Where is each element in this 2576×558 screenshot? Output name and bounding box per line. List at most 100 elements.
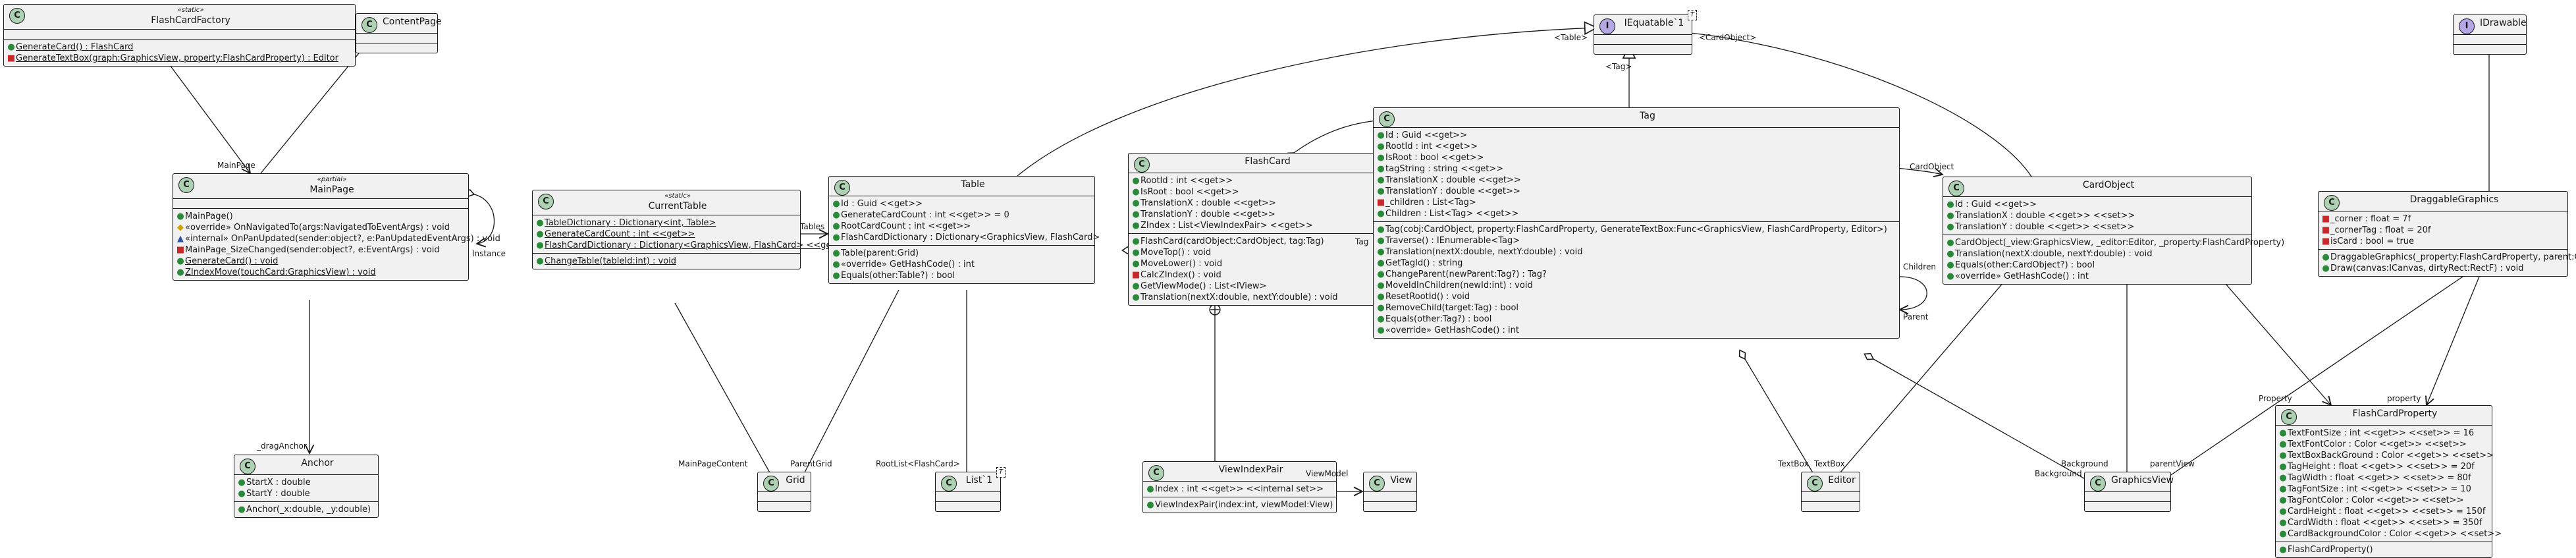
class-grid[interactable]: C Grid <box>757 472 811 512</box>
class-list[interactable]: T C List`1 <box>935 467 1006 512</box>
public-visibility-icon: ● <box>2279 428 2287 438</box>
public-visibility-icon: ● <box>238 505 246 515</box>
member-row: ●Id : Guid <<get>> <box>1377 130 1467 140</box>
fields-section: ●StartX : double ●StartY : double <box>234 475 378 502</box>
class-flashcardproperty[interactable]: C FlashCardProperty ●TextFontSize : int … <box>2275 405 2502 558</box>
member-row: ●TableDictionary : Dictionary<int, Table… <box>536 218 716 228</box>
member-row: ●Anchor(_x:double, _y:double) <box>238 505 371 515</box>
methods-section <box>2085 502 2170 511</box>
class-name: IDrawable <box>2480 18 2527 28</box>
public-visibility-icon: ● <box>1377 153 1385 163</box>
class-mainpage[interactable]: C «partial» MainPage ●MainPage() ◆«overr… <box>173 173 500 281</box>
class-name: CardObject <box>2082 180 2135 190</box>
class-badge-icon: C <box>2090 476 2106 491</box>
edge-draggable-graphicsview <box>2147 276 2463 491</box>
class-stereotype: «partial» <box>317 176 347 183</box>
class-flashcard[interactable]: C FlashCard ●RootId : int <<get>> ●IsRoo… <box>1128 153 1385 306</box>
fields-section: ●Id : Guid <<get>> ●TranslationX : doubl… <box>1943 197 2251 235</box>
class-flashcardfactory[interactable]: C «static» FlashCardFactory ●GenerateCar… <box>3 4 356 67</box>
public-visibility-icon: ● <box>536 256 544 266</box>
internal-visibility-icon: ▲ <box>177 234 184 244</box>
public-visibility-icon: ● <box>1377 186 1385 196</box>
public-visibility-icon: ● <box>2279 451 2287 460</box>
edge-label: RootList<FlashCard> <box>876 459 960 468</box>
edge-label: ParentGrid <box>790 459 832 468</box>
class-badge-icon: C <box>1379 111 1395 127</box>
methods-section <box>356 43 437 53</box>
member-row: ●TextFontSize : int <<get>> <<set>> = 16 <box>2279 428 2475 438</box>
member-row: ●IsRoot : bool <<get>> <box>1132 187 1239 197</box>
class-badge-icon: C <box>9 8 25 24</box>
class-currenttable[interactable]: C «static» CurrentTable ●TableDictionary… <box>532 190 849 269</box>
member-row: ●Equals(other:Tag?) : bool <box>1377 314 1492 324</box>
fields-section <box>356 34 437 43</box>
member-row: ●CardWidth : float <<get>> <<set>> = 350… <box>2279 518 2482 528</box>
methods-section: ●GenerateCard() : FlashCard ■GenerateTex… <box>4 40 355 66</box>
class-draggablegraphics[interactable]: C DraggableGraphics ■_corner : float = 7… <box>2318 191 2576 277</box>
methods-section: ●Table(parent:Grid) ●«override» GetHashC… <box>829 246 1094 283</box>
class-editor[interactable]: C Editor <box>1801 472 1860 512</box>
fields-section <box>2085 492 2170 502</box>
class-tag[interactable]: C Tag ●Id : Guid <<get>> ●RootId : int <… <box>1373 107 1900 339</box>
edge-label: TextBox <box>1814 459 1845 468</box>
class-badge-icon: C <box>834 180 850 196</box>
methods-section <box>936 502 1000 511</box>
edge-mainpage-self <box>474 194 495 244</box>
class-iequatable[interactable]: T I IEquatable`1 <box>1594 10 1697 55</box>
member-row: ●Id : Guid <<get>> <box>1946 200 2037 209</box>
edge-table-iequatable <box>1017 28 1597 177</box>
fields-section: ●RootId : int <<get>> ●IsRoot : bool <<g… <box>1129 173 1384 234</box>
member-row: ●TagFontColor : Color <<get>> <<set>> <box>2279 495 2464 505</box>
edge-label: MainPage <box>217 161 255 170</box>
member-row: ●«override» GetHashCode() : int <box>1377 325 1519 335</box>
member-row: ●DraggableGraphics(_property:FlashCardPr… <box>2322 252 2576 262</box>
member-row: ●«override» GetHashCode() : int <box>1946 271 2089 281</box>
edge-label: Property <box>2259 394 2292 403</box>
interface-badge-icon: I <box>2459 18 2475 34</box>
methods-section <box>1802 502 1860 511</box>
member-row: ●IsRoot : bool <<get>> <box>1377 153 1484 163</box>
public-visibility-icon: ● <box>1377 225 1385 235</box>
public-visibility-icon: ● <box>1377 303 1385 313</box>
fields-section <box>1802 492 1860 502</box>
class-contentpage[interactable]: C ContentPage <box>356 13 442 53</box>
private-visibility-icon: ■ <box>1131 270 1140 280</box>
public-visibility-icon: ● <box>1132 259 1140 269</box>
fields-section: ●TextFontSize : int <<get>> <<set>> = 16… <box>2276 426 2502 542</box>
public-visibility-icon: ● <box>1946 211 1954 221</box>
member-row: ●StartX : double <box>238 478 311 488</box>
methods-section: ●MainPage() ◆«override» OnNavigatedTo(ar… <box>173 209 500 280</box>
public-visibility-icon: ● <box>176 267 184 277</box>
edge-label: <Table> <box>1554 33 1588 42</box>
private-visibility-icon: ■ <box>1376 198 1385 208</box>
fields-section <box>758 492 811 502</box>
edge-table-grid <box>795 289 899 491</box>
class-view[interactable]: C View <box>1363 472 1417 512</box>
class-viewindexpair[interactable]: C ViewIndexPair ●Index : int <<get>> <<i… <box>1142 461 1337 513</box>
public-visibility-icon: ● <box>1377 236 1385 246</box>
member-row: ▲«internal» OnPanUpdated(sender:object?,… <box>177 234 500 244</box>
class-table[interactable]: C Table ●Id : Guid <<get>> ●GenerateCard… <box>828 176 1100 284</box>
public-visibility-icon: ● <box>1377 325 1385 335</box>
class-stereotype: «static» <box>664 192 691 200</box>
class-badge-icon: C <box>1807 476 1823 491</box>
public-visibility-icon: ● <box>832 210 840 220</box>
class-anchor[interactable]: C Anchor ●StartX : double ●StartY : doub… <box>234 455 379 518</box>
class-graphicsview[interactable]: C GraphicsView <box>2084 472 2174 512</box>
class-cardobject[interactable]: C CardObject ●Id : Guid <<get>> ●Transla… <box>1943 177 2285 285</box>
class-idrawable[interactable]: I IDrawable <box>2453 14 2527 55</box>
public-visibility-icon: ● <box>2279 495 2287 505</box>
class-name: FlashCard <box>1245 156 1291 167</box>
type-parameter: T <box>1687 10 1697 20</box>
fields-section: ●Index : int <<get>> <<internal set>> <box>1143 482 1336 497</box>
fields-section: ■_corner : float = 7f ■_cornerTag : floa… <box>2319 211 2567 250</box>
methods-section: ●CardObject(_view:GraphicsView, _editor:… <box>1943 235 2285 284</box>
public-visibility-icon: ● <box>2279 473 2287 483</box>
member-row: ●MoveLower() : void <box>1132 259 1223 269</box>
member-row: ●StartY : double <box>238 489 310 499</box>
fields-section: ●Id : Guid <<get>> ●GenerateCardCount : … <box>829 196 1100 246</box>
public-visibility-icon: ● <box>176 256 184 266</box>
public-visibility-icon: ● <box>1377 292 1385 302</box>
member-row: ●CardObject(_view:GraphicsView, _editor:… <box>1946 238 2285 248</box>
class-badge-icon: C <box>2324 195 2340 211</box>
